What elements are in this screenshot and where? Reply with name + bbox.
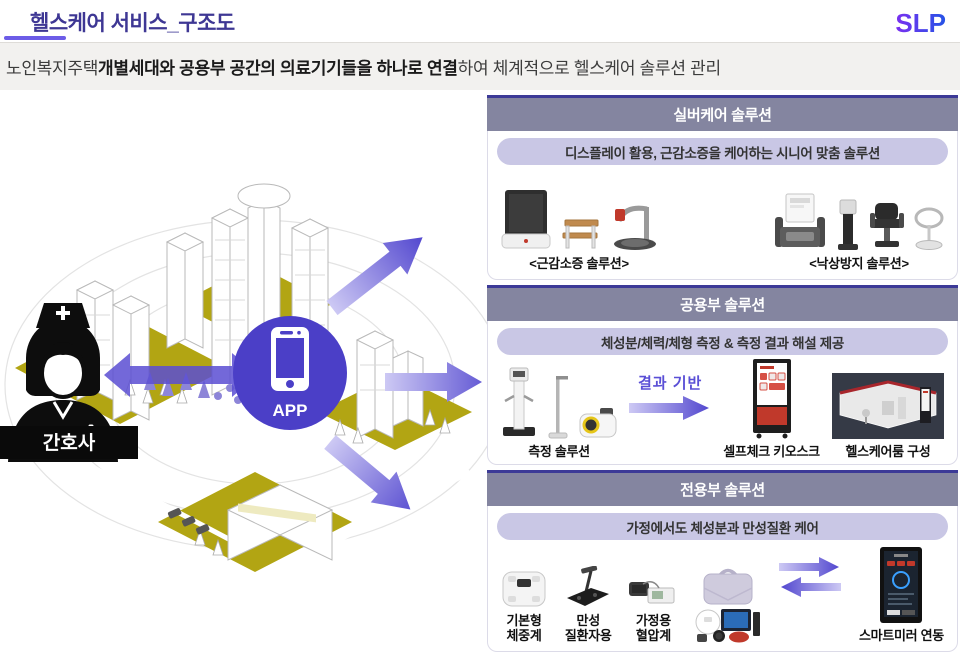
nurse-label-box xyxy=(0,426,138,459)
panel-private-title: 전용부 솔루션 xyxy=(487,470,958,506)
home-bp-label: 가정용 혈압계 xyxy=(635,612,671,644)
subtitle-post: 하여 체계적으로 헬스케어 솔루션 관리 xyxy=(457,59,721,78)
pillar-device-image xyxy=(838,199,858,251)
result-arrow-block: 결과 기반 xyxy=(629,372,711,421)
ramp-machine-image xyxy=(775,193,825,248)
panel-silvercare-pill: 디스플레이 활용, 근감소증을 케어하는 시니어 맞춤 솔루션 xyxy=(497,138,948,165)
display-device-image xyxy=(501,190,551,249)
basic-scale-image xyxy=(502,571,546,607)
panel-silvercare-title: 실버케어 솔루션 xyxy=(487,95,958,131)
body-analyzer-image xyxy=(503,367,535,436)
double-arrow xyxy=(104,353,258,397)
arrow-right xyxy=(385,362,482,402)
panel-common-pill: 체성분/체력/체형 측정 & 측정 결과 해설 제공 xyxy=(497,328,948,355)
result-arrow xyxy=(629,395,710,420)
arrow-down-right xyxy=(324,435,411,510)
kiosk-label: 셀프체크 키오스크 xyxy=(723,444,820,459)
healthcare-room-label: 헬스케어룸 구성 xyxy=(845,444,931,459)
smart-mirror-image xyxy=(880,547,923,624)
app-label: APP xyxy=(273,401,308,420)
care-gadgets-image xyxy=(695,609,761,643)
fall-prevention-label: <낙상방지 솔루션> xyxy=(809,256,909,272)
city-illustration-svg: APP 간호사 xyxy=(0,183,506,572)
measurement-label: 측정 솔루션 xyxy=(528,444,590,459)
healthcare-room-image xyxy=(831,373,944,439)
smart-mirror-group: 스마트미러 연동 xyxy=(859,547,944,644)
subtitle-pre: 노인복지주택 xyxy=(6,59,99,78)
basic-scale-group: 기본형 체중계 xyxy=(501,570,547,644)
slp-logo: SLP xyxy=(895,8,946,38)
app-circle: APP xyxy=(233,316,347,430)
bench-image xyxy=(562,219,599,249)
arrow-up-right xyxy=(326,237,423,316)
healthcare-room-group: 헬스케어룸 구성 xyxy=(831,373,944,460)
panel-common-title: 공용부 솔루션 xyxy=(487,285,958,321)
panel-private-area: 전용부 솔루션 가정에서도 체성분과 만성질환 케어 기본형 체중계 xyxy=(487,470,958,652)
hoop-device-image xyxy=(914,207,944,251)
panel-silvercare: 실버케어 솔루션 디스플레이 활용, 근감소증을 케어하는 시니어 맞춤 솔루션 xyxy=(487,95,958,280)
chronic-scale-group: 만성 질환자용 xyxy=(564,565,612,644)
sync-arrows xyxy=(779,556,842,597)
stadiometer-image xyxy=(548,376,568,439)
panel-common-area: 공용부 솔루션 체성분/체력/체형 측정 & 측정 결과 해설 제공 xyxy=(487,285,958,465)
fall-prevention-group: <낙상방지 솔루션> xyxy=(774,193,944,272)
bp-measure-image xyxy=(579,408,617,438)
basic-scale-label: 기본형 체중계 xyxy=(506,612,542,644)
nurse-label: 간호사 xyxy=(43,432,96,454)
kiosk-image xyxy=(752,359,791,439)
home-bp-group: 가정용 혈압계 xyxy=(629,578,677,644)
chair-device-image xyxy=(870,203,904,248)
arch-trainer-image xyxy=(614,206,656,251)
chronic-scale-image xyxy=(567,565,610,606)
sarcopenia-group: <근감소증 솔루션> xyxy=(501,189,657,272)
cars xyxy=(167,508,210,535)
measurement-group: 측정 솔루션 xyxy=(501,367,617,460)
sync-arrows-block xyxy=(779,556,842,603)
page-title: 헬스케어 서비스_구조도 xyxy=(30,12,235,35)
subtitle-bold: 개별세대와 공용부 공간의 의료기기들을 하나로 연결 xyxy=(98,59,458,78)
kiosk-group: 셀프체크 키오스크 xyxy=(723,359,820,460)
panel-private-pill: 가정에서도 체성분과 만성질환 케어 xyxy=(497,513,948,540)
result-arrow-caption: 결과 기반 xyxy=(637,374,703,392)
home-bp-image xyxy=(629,580,675,604)
smart-mirror-label: 스마트미러 연동 xyxy=(859,628,944,644)
care-case-image xyxy=(703,568,753,605)
smartphone-icon xyxy=(271,327,309,391)
nurse-icon: 간호사 xyxy=(0,303,138,462)
title-underline xyxy=(4,36,66,40)
care-kit-group xyxy=(695,566,761,644)
city-illustration: APP 간호사 xyxy=(0,90,506,654)
sarcopenia-label: <근감소증 솔루션> xyxy=(529,256,629,272)
chronic-scale-label: 만성 질환자용 xyxy=(564,612,612,644)
